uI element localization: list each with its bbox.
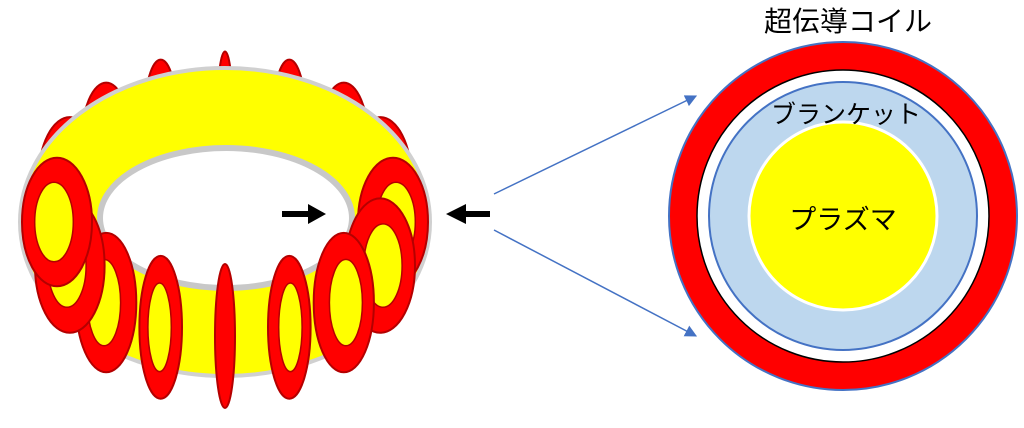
arrow-left-icon [446, 204, 490, 224]
torus-illustration [18, 50, 490, 409]
coil-segment [21, 156, 93, 288]
coil-segment [267, 254, 312, 400]
arrow-right-icon [282, 204, 326, 224]
cross-section [668, 41, 1018, 391]
coil-segment [138, 254, 183, 400]
plasma-core [747, 120, 939, 312]
coil-group-front [21, 156, 429, 409]
leader-line-bottom [493, 229, 698, 337]
coil-segment [312, 231, 375, 374]
coil-label: 超伝導コイル [764, 5, 932, 38]
blanket-label: ブランケット [771, 100, 921, 129]
plasma-label: プラズマ [789, 205, 896, 236]
leader-line-top [493, 95, 698, 195]
coil-segment [214, 263, 236, 409]
